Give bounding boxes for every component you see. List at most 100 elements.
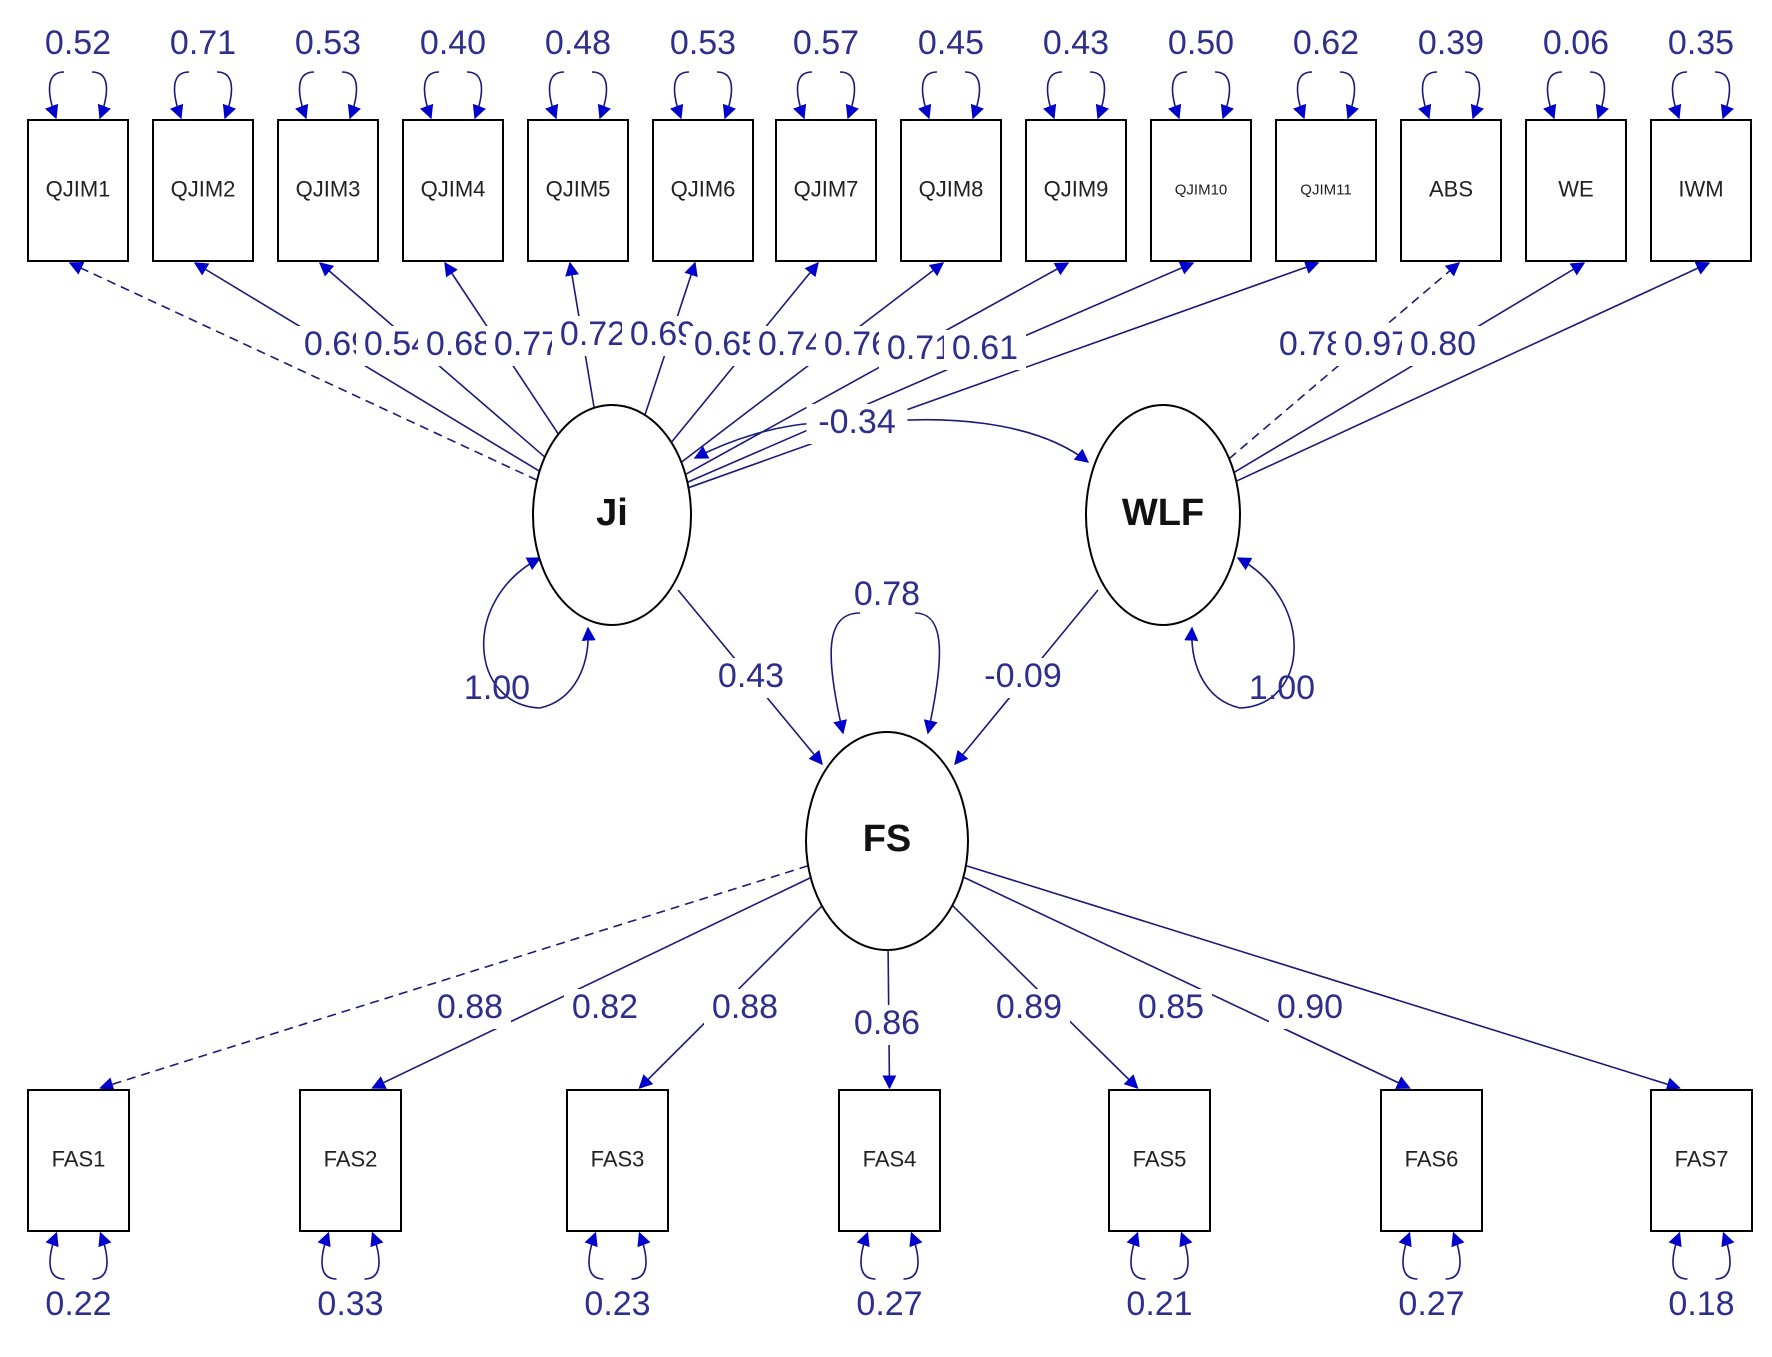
error-fas2-arc-right: [364, 1231, 384, 1280]
loading-fas7-value: 0.90: [1277, 988, 1343, 1026]
error-qjim1-arc-left: [45, 71, 65, 120]
error-fas2-arc-left: [317, 1231, 337, 1280]
indicator-fas1-box: [27, 1089, 130, 1232]
loading-qjim11-value: 0.61: [952, 329, 1018, 367]
indicator-qjim7-label: QJIM7: [794, 176, 859, 201]
error-qjim8-arc-right: [964, 71, 984, 120]
error-fas5-arc-right: [1173, 1231, 1193, 1280]
indicator-qjim8-label: QJIM8: [919, 176, 984, 201]
loading-qjim1-path: [68, 261, 538, 481]
indicator-abs-label: ABS: [1429, 176, 1473, 201]
indicator-fas2-label: FAS2: [324, 1146, 378, 1171]
loading-qjim10-path: [687, 261, 1195, 484]
error-fas3-arc-left: [584, 1231, 604, 1280]
latent-ji-label: Ji: [596, 492, 628, 534]
loading-fas5-value: 0.89: [996, 988, 1062, 1026]
indicator-iwm-box: [1650, 119, 1752, 262]
error-qjim4-arc-left: [420, 71, 440, 120]
error-qjim2-arc-left: [170, 71, 190, 120]
latent-fs-ellipse: [805, 731, 969, 951]
error-qjim2-arc-right: [216, 71, 236, 120]
variance-wlf-arc-outer: [1236, 557, 1295, 709]
loading-fas1-value-bg: [429, 989, 511, 1029]
loading-fas3-value: 0.88: [712, 988, 778, 1026]
loading-iwm-value-bg: [1402, 326, 1484, 366]
error-qjim3-arc-right: [341, 71, 361, 120]
covariance-ji-wlf-value: -0.34: [818, 403, 896, 441]
error-fas7-arc-left: [1668, 1231, 1688, 1280]
error-fas3-value: 0.23: [584, 1285, 650, 1323]
indicator-qjim9-label: QJIM9: [1044, 176, 1109, 201]
indicator-qjim7-box: [775, 119, 877, 262]
error-qjim4-value: 0.40: [420, 24, 486, 62]
loading-qjim9-path: [685, 262, 1070, 476]
error-qjim10-arc-left: [1168, 71, 1188, 120]
indicator-fas1-label: FAS1: [52, 1146, 106, 1171]
variance-wlf-value: 1.00: [1249, 669, 1315, 707]
latent-wlf-label: WLF: [1122, 492, 1204, 534]
error-fas4-arc-right: [903, 1231, 923, 1280]
error-fas1-arc-right: [92, 1231, 112, 1280]
indicator-qjim9-box: [1025, 119, 1127, 262]
error-iwm-value: 0.35: [1668, 24, 1734, 62]
loading-we-value: 0.97: [1344, 325, 1410, 363]
error-we-arc-right: [1589, 71, 1609, 120]
error-qjim10-arc-right: [1214, 71, 1234, 120]
indicator-qjim2-label: QJIM2: [171, 176, 236, 201]
error-qjim1-value: 0.52: [45, 24, 111, 62]
error-qjim9-arc-left: [1043, 71, 1063, 120]
loading-fas2-value-bg: [564, 989, 646, 1029]
indicator-qjim5-label: QJIM5: [546, 176, 611, 201]
error-qjim5-value: 0.48: [545, 24, 611, 62]
path-wlf-to-fs-value-bg: [972, 658, 1074, 698]
indicator-qjim1-label: QJIM1: [46, 176, 111, 201]
indicator-qjim8-box: [900, 119, 1002, 262]
indicator-fas4-box: [838, 1089, 941, 1232]
error-qjim2-value: 0.71: [170, 24, 236, 62]
loading-fas7-path: [965, 864, 1681, 1091]
indicator-qjim11-label: QJIM11: [1300, 181, 1351, 198]
error-abs-value: 0.39: [1418, 24, 1484, 62]
loading-fas5-value-bg: [988, 989, 1070, 1029]
indicator-qjim2-box: [152, 119, 254, 262]
indicator-qjim3-label: QJIM3: [296, 176, 361, 201]
loading-we-path: [1233, 262, 1586, 474]
error-qjim9-arc-right: [1089, 71, 1109, 120]
error-fas6-arc-left: [1398, 1231, 1418, 1280]
error-fas7-value: 0.18: [1668, 1285, 1734, 1323]
loading-qjim8-value: 0.74: [758, 325, 824, 363]
variance-ji-value: 1.00: [464, 669, 530, 707]
variance-wlf-arc-inner: [1184, 626, 1241, 709]
error-qjim6-arc-left: [670, 71, 690, 120]
indicator-fas3-label: FAS3: [591, 1146, 645, 1171]
error-we-value: 0.06: [1543, 24, 1609, 62]
error-abs-arc-right: [1464, 71, 1484, 120]
error-fas1-value: 0.22: [45, 1285, 111, 1323]
indicator-qjim10-label: QJIM10: [1175, 181, 1228, 198]
error-qjim8-value: 0.45: [918, 24, 984, 62]
covariance-ji-wlf-left: [693, 422, 819, 459]
loading-qjim11-value-bg: [944, 330, 1026, 370]
loading-fas6-value-bg: [1130, 989, 1212, 1029]
loading-qjim6-value: 0.69: [630, 315, 696, 353]
coefficients-layer: 0.520.690.710.540.530.680.400.770.480.72…: [45, 24, 1735, 1323]
error-fas4-value: 0.27: [856, 1285, 922, 1323]
loading-fas6-value: 0.85: [1138, 988, 1204, 1026]
loading-fas1-path: [99, 865, 809, 1091]
error-qjim11-value: 0.62: [1293, 24, 1359, 62]
path-ji-to-fs-value-bg: [710, 658, 792, 698]
error-abs-arc-left: [1418, 71, 1438, 120]
variance-fs-arc-left: [830, 612, 861, 735]
latent-ji-ellipse: [532, 404, 692, 626]
loading-qjim10-value: 0.71: [887, 329, 953, 367]
path-wlf-to-fs-value: -0.09: [984, 657, 1062, 695]
error-qjim11-arc-left: [1293, 71, 1313, 120]
loading-iwm-path: [1235, 261, 1711, 482]
error-qjim6-value: 0.53: [670, 24, 736, 62]
loading-qjim2-path: [193, 262, 540, 472]
loading-iwm-value: 0.80: [1410, 325, 1476, 363]
error-iwm-arc-left: [1668, 71, 1688, 120]
indicator-fas4-label: FAS4: [863, 1146, 917, 1171]
